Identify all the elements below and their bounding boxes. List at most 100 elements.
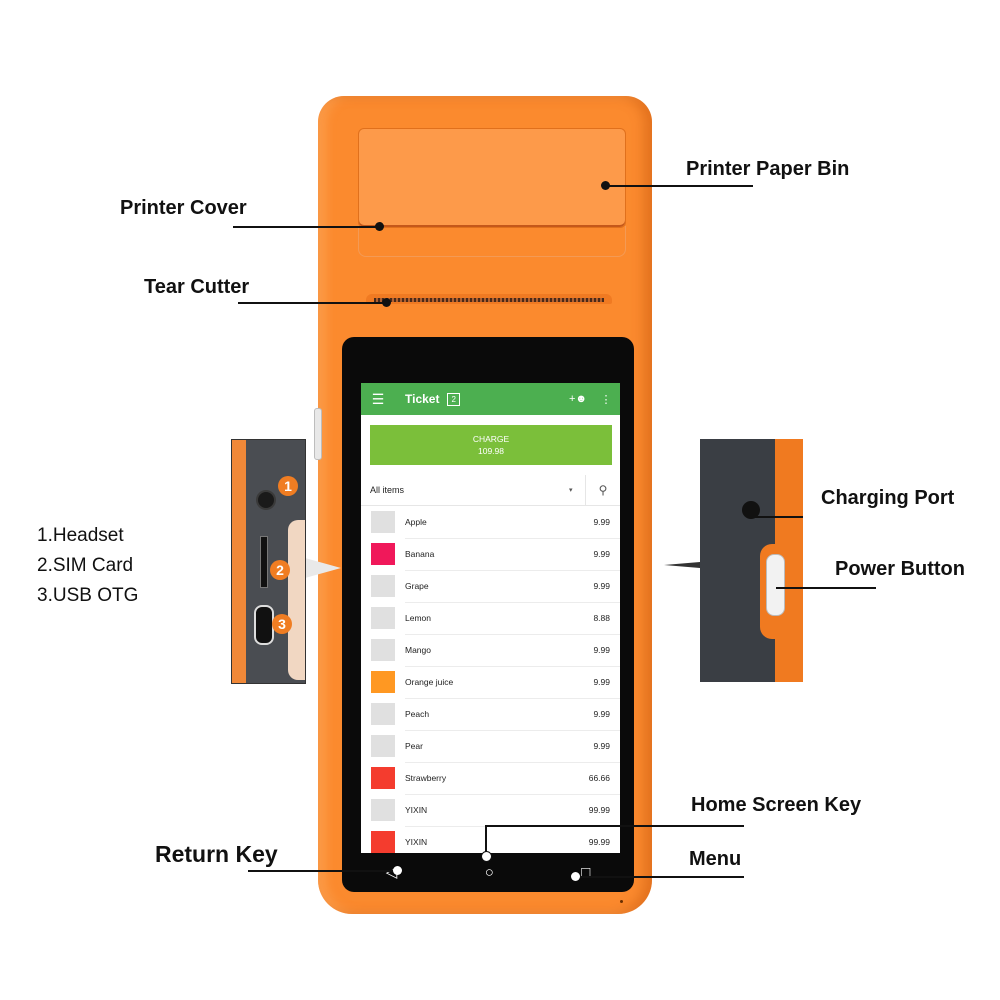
item-name: Orange juice <box>405 666 550 699</box>
leader-line <box>486 825 744 827</box>
leader-dot <box>601 181 610 190</box>
marker-2: 2 <box>270 560 290 580</box>
item-color-swatch <box>371 575 395 597</box>
item-color-swatch <box>371 767 395 789</box>
leader-line <box>776 587 876 589</box>
item-name: Grape <box>405 570 550 603</box>
microphone-hole <box>620 900 623 903</box>
item-name: YIXIN <box>405 794 550 827</box>
item-price: 99.99 <box>550 794 620 827</box>
list-item[interactable]: Lemon 8.88 <box>361 602 620 635</box>
thumb <box>288 520 305 680</box>
item-name: YIXIN <box>405 826 550 854</box>
marker-1: 1 <box>278 476 298 496</box>
charge-amount: 109.98 <box>478 446 504 456</box>
charging-port-icon <box>742 501 760 519</box>
item-name: Pear <box>405 730 550 763</box>
leader-line <box>238 302 386 304</box>
leader-dot <box>481 851 492 862</box>
tear-cutter-teeth <box>374 298 604 302</box>
list-item[interactable]: Mango 9.99 <box>361 634 620 667</box>
item-name: Strawberry <box>405 762 550 795</box>
item-filter-bar: All items ▾ ⚲ <box>361 475 620 506</box>
android-nav-bar: ◁ ○ □ <box>342 855 634 889</box>
more-vert-icon[interactable]: ⋮ <box>600 393 612 406</box>
item-name: Mango <box>405 634 550 667</box>
item-price: 9.99 <box>550 666 620 699</box>
usb-port-icon <box>254 605 274 645</box>
list-item[interactable]: Pear 9.99 <box>361 730 620 763</box>
item-name: Apple <box>405 506 550 539</box>
leader-line <box>576 876 744 878</box>
item-color-swatch <box>371 831 395 853</box>
item-color-swatch <box>371 607 395 629</box>
home-icon[interactable]: ○ <box>484 863 494 881</box>
item-price: 66.66 <box>550 762 620 795</box>
list-item[interactable]: YIXIN 99.99 <box>361 826 620 853</box>
hamburger-icon[interactable]: ☰ <box>371 390 385 407</box>
leader-line <box>233 226 380 228</box>
label-power-button: Power Button <box>835 558 965 580</box>
label-charging-port: Charging Port <box>821 487 955 509</box>
side-buttons-closeup <box>700 439 803 682</box>
legend-headset: 1.Headset <box>37 525 124 546</box>
left-inset-pointer <box>305 558 341 578</box>
item-price: 8.88 <box>550 602 620 635</box>
label-home-screen-key: Home Screen Key <box>691 794 862 816</box>
item-color-swatch <box>371 799 395 821</box>
item-list: Apple 9.99 Banana 9.99 Grape 9.99 Lemon … <box>361 506 620 853</box>
sim-slot-icon <box>260 536 268 588</box>
list-item[interactable]: Grape 9.99 <box>361 570 620 603</box>
item-price: 99.99 <box>550 826 620 854</box>
marker-3: 3 <box>272 614 292 634</box>
list-item[interactable]: Banana 9.99 <box>361 538 620 571</box>
item-price: 9.99 <box>550 506 620 539</box>
list-item[interactable]: YIXIN 99.99 <box>361 794 620 827</box>
app-bar: ☰ Ticket 2 +☻ ⋮ <box>361 383 620 415</box>
leader-dot <box>571 872 580 881</box>
list-item[interactable]: Orange juice 9.99 <box>361 666 620 699</box>
leader-line <box>605 185 753 187</box>
recents-icon[interactable]: □ <box>581 863 591 881</box>
list-item[interactable]: Strawberry 66.66 <box>361 762 620 795</box>
category-dropdown[interactable]: All items <box>370 485 405 495</box>
label-return-key: Return Key <box>155 841 278 867</box>
printer-cover-lip <box>358 226 626 257</box>
leader-line <box>485 825 487 855</box>
case-edge <box>232 440 246 683</box>
leader-dot <box>375 222 384 231</box>
item-color-swatch <box>371 703 395 725</box>
list-item[interactable]: Peach 9.99 <box>361 698 620 731</box>
item-name: Banana <box>405 538 550 571</box>
item-name: Lemon <box>405 602 550 635</box>
power-button-icon <box>766 554 785 616</box>
leader-line <box>248 870 398 872</box>
back-icon[interactable]: ◁ <box>385 864 398 881</box>
item-color-swatch <box>371 543 395 565</box>
label-menu: Menu <box>689 848 742 870</box>
chevron-down-icon[interactable]: ▾ <box>569 487 573 494</box>
printer-cover[interactable] <box>358 128 626 228</box>
right-inset-pointer <box>664 562 700 568</box>
item-name: Peach <box>405 698 550 731</box>
charge-label: CHARGE <box>472 434 510 444</box>
ticket-count-badge[interactable]: 2 <box>447 392 460 406</box>
leader-line <box>753 516 803 518</box>
side-ports-legend: 1.Headset 2.SIM Card 3.USB OTG <box>37 521 138 611</box>
side-key[interactable] <box>314 408 322 460</box>
pos-app-screen: ☰ Ticket 2 +☻ ⋮ CHARGE 109.98 All items … <box>361 383 620 853</box>
search-icon[interactable]: ⚲ <box>585 475 620 505</box>
item-price: 9.99 <box>550 730 620 763</box>
item-color-swatch <box>371 639 395 661</box>
item-color-swatch <box>371 671 395 693</box>
legend-usb-otg: 3.USB OTG <box>37 585 139 606</box>
item-price: 9.99 <box>550 634 620 667</box>
item-price: 9.99 <box>550 698 620 731</box>
leader-dot <box>382 298 391 307</box>
list-item[interactable]: Apple 9.99 <box>361 506 620 539</box>
charge-button[interactable]: CHARGE 109.98 <box>370 425 612 465</box>
person-add-icon[interactable]: +☻ <box>569 393 587 405</box>
item-price: 9.99 <box>550 538 620 571</box>
side-ports-closeup: 1 2 3 <box>231 439 306 684</box>
item-color-swatch <box>371 735 395 757</box>
